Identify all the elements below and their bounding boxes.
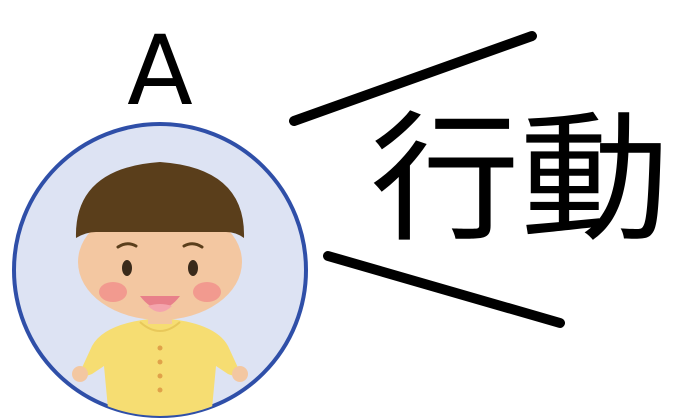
left-cheek [99,282,127,302]
shirt-button [157,373,163,379]
shirt-button [157,387,163,393]
shirt-collar [139,321,181,332]
hair [75,162,245,238]
left-eyebrow [116,242,138,249]
tongue [148,304,172,312]
speech-line-upper [289,31,537,126]
person-avatar [12,122,308,418]
person-label: A [127,15,193,127]
shirt-button [157,345,163,351]
left-hand [72,366,88,382]
right-cheek [193,282,221,302]
right-eye [188,260,198,276]
left-eye [122,260,132,276]
right-eyebrow [182,242,204,249]
right-hand [232,366,248,382]
speech-text: 行動 [370,99,670,262]
shirt-button [157,359,163,365]
speech-line-lower [323,251,565,328]
